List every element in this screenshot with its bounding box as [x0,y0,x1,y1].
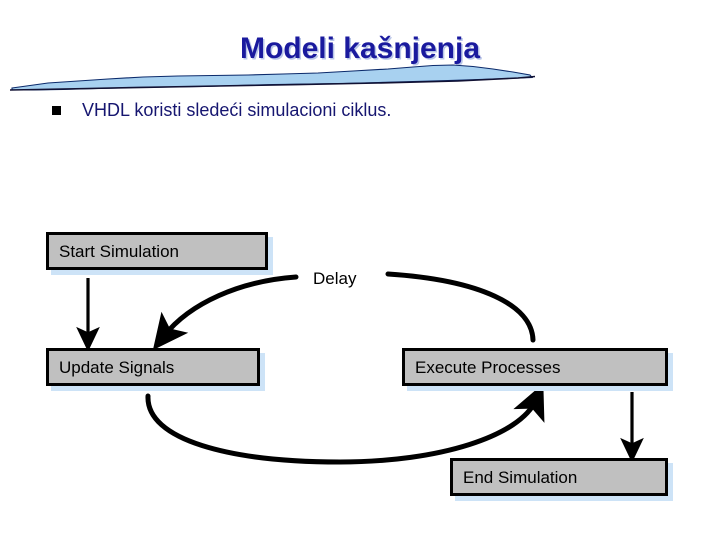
bullet-list-item: VHDL koristi sledeći simulacioni ciklus. [52,97,692,123]
arrow-update-to-execute [145,383,545,465]
flow-box-execute-processes[interactable]: Execute Processes [402,348,668,386]
edge-label-delay: Delay [310,268,360,290]
flow-box-end-simulation[interactable]: End Simulation [450,458,668,496]
flow-box-update-signals[interactable]: Update Signals [46,348,260,386]
arrow-execute-to-update-right [385,271,536,343]
flow-box-start-simulation[interactable]: Start Simulation [46,232,268,270]
arrow-execute-to-update-left [152,274,299,351]
square-bullet-icon [52,106,61,115]
page-title: Modeli kašnjenja [239,32,481,65]
bullet-item-label: VHDL koristi sledeći simulacioni ciklus. [82,100,392,120]
wave-banner-decoration [9,64,536,91]
